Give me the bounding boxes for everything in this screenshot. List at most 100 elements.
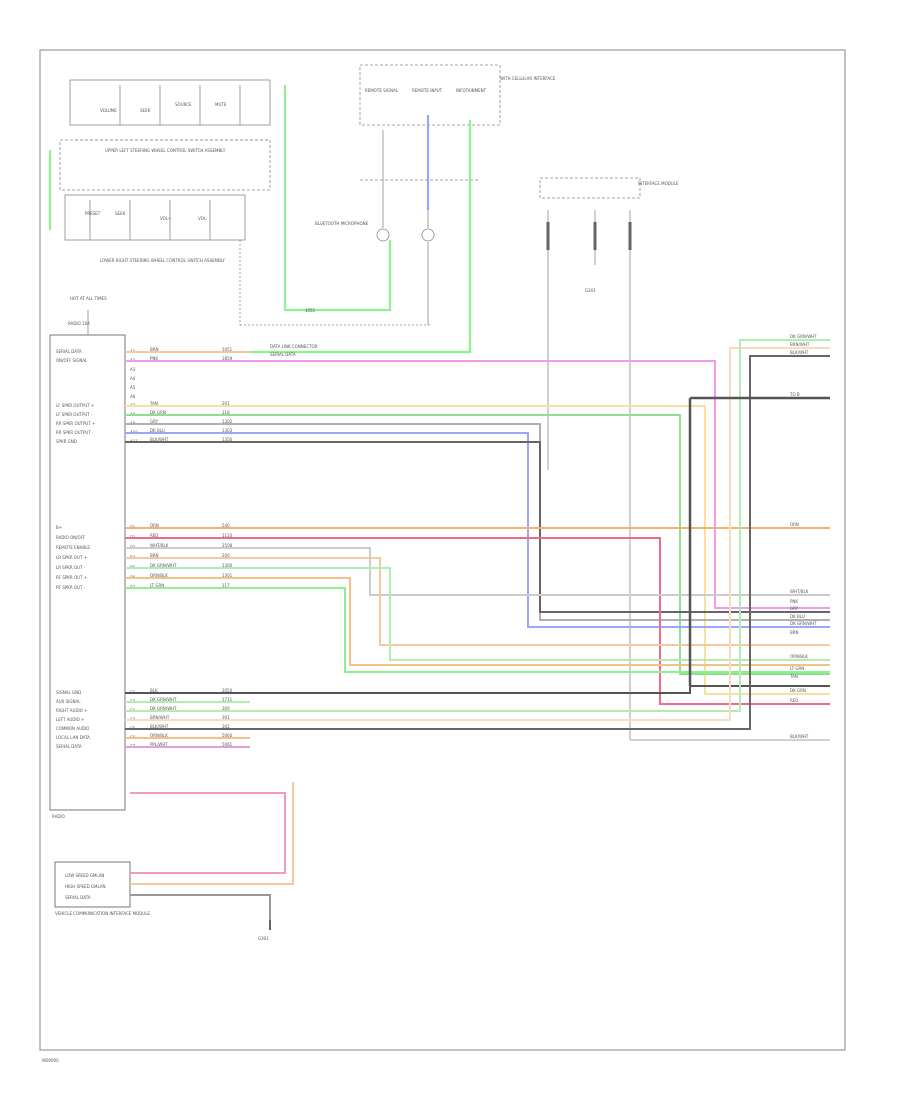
edge-wire-label: BRN/WHT	[790, 342, 810, 347]
vci-line-1: LOW SPEED GMLAN	[65, 873, 104, 878]
wire-color-label: DK GRN/WHT	[150, 706, 177, 711]
circuit-label: 1301	[222, 573, 233, 578]
pin-label: RR SPKR OUTPUT -	[56, 430, 94, 435]
pin-label: LOCAL LAN DATA	[56, 735, 90, 740]
wire-brn	[125, 557, 830, 646]
wire-pnk	[125, 360, 830, 609]
upper-switch-assembly	[59, 79, 271, 191]
wire-color-label: BLK	[150, 688, 158, 693]
wire-red	[125, 537, 830, 705]
wire-color-label: WHT/BLK	[150, 543, 169, 548]
wire-wht-blk	[125, 547, 830, 596]
edge-wire-label: WHT/BLK	[790, 589, 809, 594]
mic-label-2: REMOTE INPUT	[412, 88, 443, 93]
edge-wire-label: PNK	[790, 599, 798, 604]
wire-color-label: DK BLU	[150, 428, 165, 433]
vci-wires	[130, 782, 294, 920]
wire-dk-grn-wht	[125, 567, 830, 661]
pin-label: LR SPKR OUT -	[56, 565, 86, 570]
wire-color-label: LT GRN	[150, 583, 164, 588]
wire-color-label: BRN	[150, 347, 159, 352]
circuit-label: 118	[222, 410, 230, 415]
upper-switch-button-2: SEEK	[140, 108, 151, 113]
data-link-title: DATA LINK CONNECTOR	[270, 344, 318, 349]
green-signal-wire	[48, 85, 392, 312]
wire-color-label: TAN	[149, 401, 158, 406]
pin-label: RIGHT AUDIO +	[56, 708, 87, 713]
edge-wire-label: BRN	[790, 630, 799, 635]
wire-color-label: DK GRN/WHT	[150, 697, 177, 702]
wire-tan	[125, 405, 830, 695]
circuit-label: 1350	[222, 437, 233, 442]
wire-color-label: ORN/BLK	[150, 733, 168, 738]
circuit-label: 1303	[222, 428, 233, 433]
edge-wire-label: DK BLU	[790, 614, 805, 619]
pin-number: A6	[130, 394, 136, 399]
wire-color-label: RED	[150, 533, 158, 538]
diagram-frame	[39, 49, 846, 1051]
pin-label: COMMON AUDIO	[56, 726, 89, 731]
mic-label-1: REMOTE SIGNAL	[365, 88, 399, 93]
pin-label: SERIAL DATA	[56, 744, 82, 749]
lower-switch-button-1: PRESET	[85, 211, 101, 216]
edge-wire-label: ORN	[790, 522, 799, 527]
wire-color-label: BLK/WHT	[150, 437, 169, 442]
edge-wire-label: GRY	[790, 606, 799, 611]
pin-label: B+	[56, 525, 62, 530]
radio-wire-group	[125, 339, 830, 748]
interface-module-ground: G201	[585, 288, 596, 293]
vci-ground-label: G301	[258, 936, 269, 941]
circuit-label: 1300	[222, 563, 233, 568]
edge-wire-label: DK GRN/WHT	[790, 334, 817, 339]
pin-label: RR SPKR OUTPUT +	[56, 421, 95, 426]
radio-body	[49, 334, 126, 811]
circuit-label: 1711	[222, 697, 233, 702]
vci-line-2: HIGH SPEED GMLAN	[65, 884, 106, 889]
interface-module	[539, 177, 830, 741]
wire-dk-grn-wht	[125, 339, 830, 712]
mic-title: BLUETOOTH MICROPHONE	[315, 221, 369, 226]
interface-module-pins	[546, 222, 632, 250]
pin-label: SERIAL DATA	[56, 349, 82, 354]
circuit-label: 2050	[222, 688, 233, 693]
circuit-label: 1859	[222, 356, 233, 361]
wire-color-label: BRN/WHT	[150, 715, 170, 720]
pin-number: A3	[130, 367, 136, 372]
vci-line-3: SERIAL DATA	[65, 895, 91, 900]
lower-switch-button-2: SEEK	[115, 211, 126, 216]
circuit-label: 200	[222, 553, 230, 558]
circuit-label: 300	[222, 706, 230, 711]
circuit-label: 5061	[222, 742, 233, 747]
pin-label: REMOTE ENABLE	[56, 545, 90, 550]
wire-gry	[125, 423, 830, 621]
wire-color-label: ORN/BLK	[150, 573, 168, 578]
lower-switch-assembly	[64, 194, 430, 326]
pin-number: A4	[130, 376, 136, 381]
pin-label: LEFT AUDIO +	[56, 717, 84, 722]
edge-wire-label: DK GRN/WHT	[790, 621, 817, 626]
edge-wire-label: BLK/WHT	[790, 350, 809, 355]
lower-switch-button-4: VOL-	[198, 216, 208, 221]
edge-wire-label: ORN/BLK	[790, 654, 808, 659]
vci-module-title: VEHICLE COMMUNICATION INTERFACE MODULE	[55, 911, 150, 916]
pin-label: SIGNAL GND	[56, 690, 81, 695]
circuit-label: 1302	[222, 419, 233, 424]
edge-wire-label: LT GRN	[790, 666, 804, 671]
wire-dk-blu	[125, 432, 830, 628]
pin-label: ON/OFF SIGNAL	[56, 358, 88, 363]
upper-switch-title: UPPER LEFT STEERING WHEEL CONTROL SWITCH…	[105, 148, 226, 153]
mic-label-3: INFOTAINMENT	[456, 88, 487, 93]
radio-label: RADIO	[52, 814, 65, 819]
footer-code: W00000	[42, 1058, 59, 1063]
edge-wire-label: RED	[790, 698, 798, 703]
circuit-label: 2508	[222, 543, 233, 548]
lower-switch-button-3: VOL+	[160, 216, 171, 221]
pin-label: LF SPKR OUTPUT -	[56, 412, 93, 417]
circuit-label: 540	[222, 523, 230, 528]
wire-color-label: PNK	[150, 356, 158, 361]
upper-switch-button-1: VOLUME	[100, 108, 117, 113]
data-link-sub: SERIAL DATA	[270, 352, 296, 357]
pin-label: SPKR GND	[56, 439, 77, 444]
green-mic-wire	[250, 120, 472, 354]
radio-top-label: HOT AT ALL TIMES	[70, 296, 107, 301]
